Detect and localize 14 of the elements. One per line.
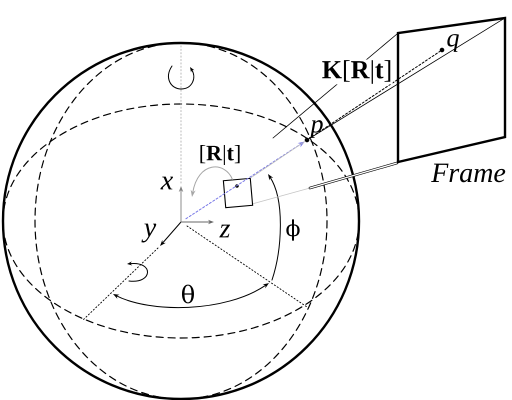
camera-box bbox=[222, 178, 254, 208]
point-label: q bbox=[447, 34, 459, 52]
frustum-line bbox=[250, 141, 306, 178]
angle-label: θ bbox=[182, 284, 194, 304]
axis-label: z bbox=[219, 224, 230, 238]
angle-label: ϕ bbox=[286, 219, 300, 241]
frame-label: Frame bbox=[431, 164, 506, 182]
axis-label: x bbox=[160, 176, 173, 190]
axis-label: y bbox=[141, 224, 156, 242]
edge-label: [R|t] bbox=[198, 144, 242, 166]
frustum-line bbox=[308, 17, 506, 140]
point-label: p bbox=[308, 120, 323, 138]
formula-label: K[R|t] bbox=[321, 60, 393, 84]
dotted-line bbox=[308, 50, 440, 140]
